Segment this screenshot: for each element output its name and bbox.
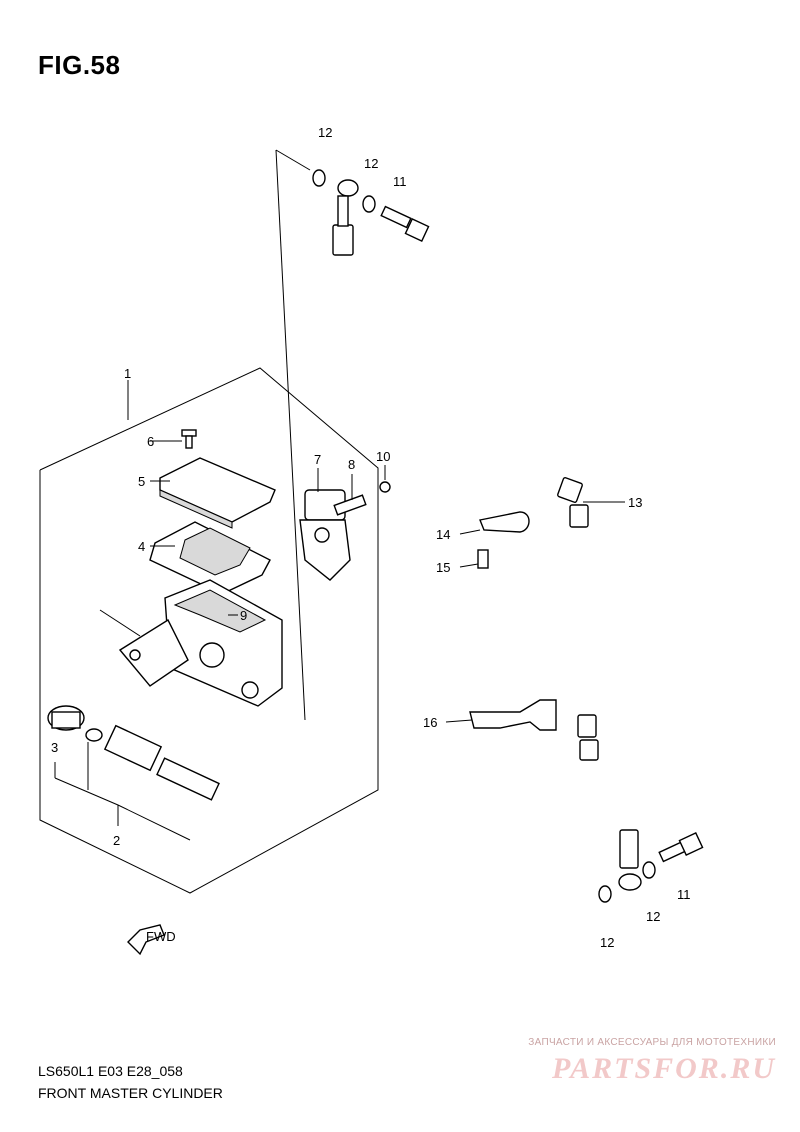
assembly-outline: [39, 149, 379, 894]
model-code: LS650L1 E03 E28_058: [38, 1063, 183, 1079]
callout-3: 3: [51, 740, 58, 755]
holder-bolt: [333, 494, 367, 516]
leader-lines: [54, 440, 625, 841]
callout-13: 13: [628, 495, 642, 510]
callout-4: 4: [138, 539, 145, 554]
callout-10: 10: [376, 449, 390, 464]
lever-holder: [299, 489, 351, 581]
piston-set: [47, 705, 220, 801]
watermark-logo: PARTSFOR.RU: [552, 1052, 776, 1085]
gasket-washers: [312, 169, 656, 903]
nut: [379, 481, 391, 493]
callout-9: 9: [240, 608, 247, 623]
callout-labels: 1 2 3 4 5 6 7 8 9 10 11 11 12 12 12 12 1…: [51, 125, 691, 950]
figure-title: FIG.58: [38, 50, 121, 80]
master-cylinder-body: [99, 579, 283, 707]
callout-12-d: 12: [600, 935, 614, 950]
callout-12-a: 12: [318, 125, 332, 140]
callout-15: 15: [436, 560, 450, 575]
reservoir-cap: [159, 457, 276, 529]
hose-guide: [469, 699, 557, 731]
watermark-tagline: ЗАПЧАСТИ И АКСЕССУАРЫ ДЛЯ МОТОТЕХНИКИ: [528, 1037, 776, 1048]
callout-2: 2: [113, 833, 120, 848]
union-bolt-lower: [658, 832, 704, 863]
union-bolt-upper: [380, 205, 430, 242]
callout-12-c: 12: [646, 909, 660, 924]
callout-6: 6: [147, 434, 154, 449]
callout-8: 8: [348, 457, 355, 472]
callout-12-b: 12: [364, 156, 378, 171]
callout-7: 7: [314, 452, 321, 467]
callout-11-lower: 11: [677, 887, 691, 902]
callout-11-upper: 11: [393, 174, 407, 189]
callout-16: 16: [423, 715, 437, 730]
callout-14: 14: [436, 527, 450, 542]
cap-screw: [181, 429, 197, 449]
callout-1: 1: [124, 366, 131, 381]
callout-5: 5: [138, 474, 145, 489]
diaphragm: [149, 521, 271, 595]
hose-clamp: [477, 511, 530, 569]
forward-arrow: FWD: [127, 924, 176, 956]
fwd-label: FWD: [146, 929, 176, 944]
figure-name: FRONT MASTER CYLINDER: [38, 1085, 223, 1101]
brake-hose: [332, 179, 642, 891]
